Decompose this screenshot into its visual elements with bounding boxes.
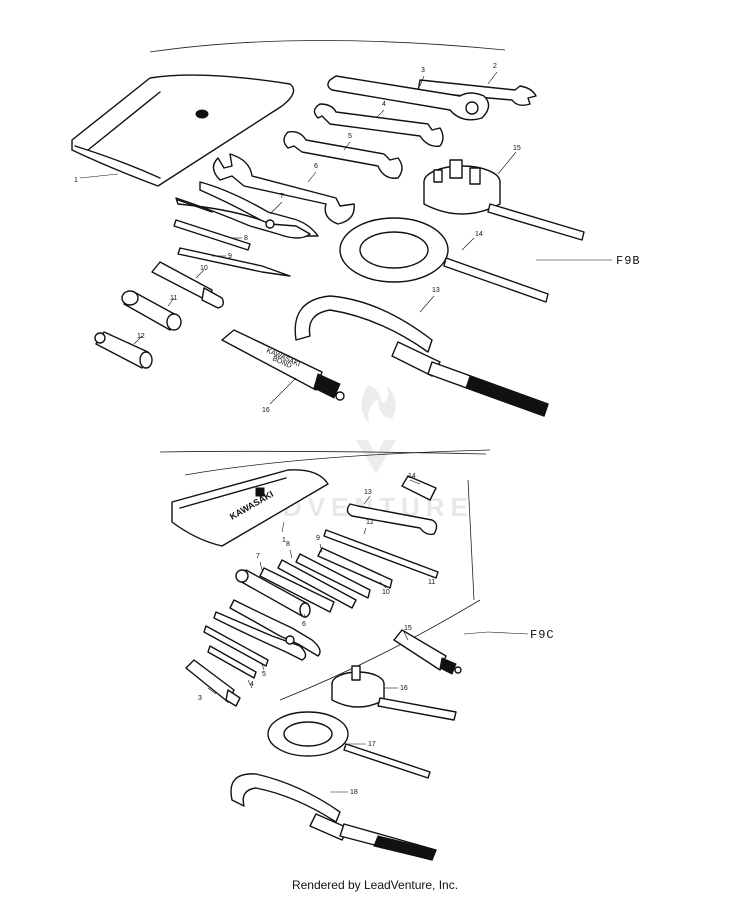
callout-bottom-11: 11 [428,579,435,586]
driver-handle-2 [185,659,241,707]
tool-pouch-2: KAWASAKI [171,469,329,547]
wrench-small [417,79,537,107]
wrench-6 [212,153,355,225]
callout-top-9: 9 [228,253,232,260]
figure-f9b: KAWASAKI BOND 1 2 3 4 5 6 7 8 9 10 [71,40,641,476]
callout-top-10: 10 [200,265,208,272]
callout-bottom-15: 15 [404,625,412,632]
bond-tube-2 [393,629,462,675]
callout-bottom-8: 8 [286,541,290,548]
frame-line-bottom [184,449,491,476]
callout-top-1: 1 [74,177,78,184]
pliers [175,181,319,239]
frame-line-right [467,479,475,601]
screwdrivers-2 [203,625,269,679]
flat-bar-12 [323,529,439,579]
callout-top-12: 12 [137,333,145,340]
c-spanner-2 [230,773,437,861]
flywheel-puller [423,159,585,241]
pliers-2 [213,599,321,661]
clutch-holder-2 [267,711,431,779]
callout-top-2: 2 [493,63,497,70]
callout-bottom-4: 4 [250,681,254,688]
callout-top-11: 11 [170,295,177,302]
c-spanner [294,295,549,417]
wrench-flat [327,75,490,121]
socket-11 [121,290,182,331]
socket-12 [94,331,153,369]
frame-line-diagonal [279,599,481,701]
footer-credit: Rendered by LeadVenture, Inc. [291,878,459,892]
tool-pouch [71,74,295,187]
wrench-4 [313,103,444,147]
callout-bottom-12: 12 [366,519,374,526]
tube-14 [401,475,437,501]
callout-bottom-18: 18 [350,789,358,796]
driver-handle [151,261,225,309]
callout-top-5: 5 [348,133,352,140]
callout-bottom-3: 3 [198,695,202,702]
figure-label-f9c: F9C [530,628,555,642]
callout-top-4: 4 [382,101,386,108]
screwdriver-9 [177,247,291,277]
callout-bottom-13: 13 [364,489,372,496]
bond-tube: KAWASAKI BOND [221,329,345,401]
screwdriver-8 [173,219,251,251]
callout-bottom-10: 10 [382,589,390,596]
socket-bar-7 [235,569,311,618]
wrench-5 [283,130,403,179]
callout-bottom-1: 1 [282,537,286,544]
callout-top-7: 7 [280,193,284,200]
callout-bottom-6: 6 [302,621,306,628]
frame-line-top-2 [159,450,487,455]
callout-bottom-7: 7 [256,553,260,560]
figure-label-f9b: F9B [616,254,641,268]
callout-top-15: 15 [513,145,521,152]
callout-top-14: 14 [475,231,483,238]
callout-top-6: 6 [314,163,318,170]
callout-top-13: 13 [432,287,440,294]
callout-bottom-9: 9 [316,535,320,542]
flywheel-puller-2 [331,665,457,721]
clutch-holder [339,217,549,303]
ring-wrench-13 [346,503,438,536]
callout-top-16: 16 [262,407,270,414]
callout-bottom-14: 14 [408,473,416,480]
frame-line-top [149,40,506,53]
callout-top-3: 3 [421,67,425,74]
callout-bottom-17: 17 [368,741,376,748]
figure-f9c: KAWASAKI [159,450,555,861]
callout-bottom-5: 5 [262,671,266,678]
callout-top-8: 8 [244,235,248,242]
callout-bottom-16: 16 [400,685,408,692]
wrench-set [259,547,393,613]
